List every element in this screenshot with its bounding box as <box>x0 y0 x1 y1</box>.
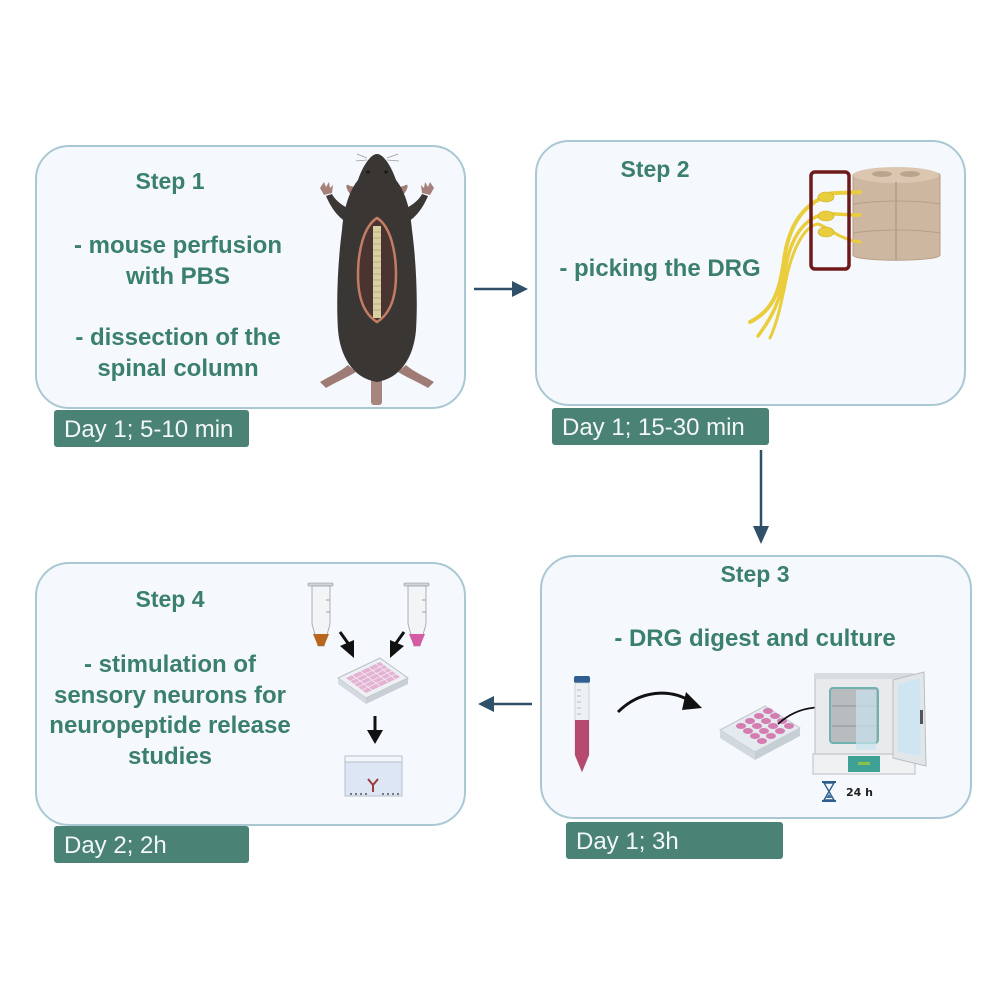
front-paws <box>320 182 434 195</box>
spinal-cord-segment <box>852 167 941 261</box>
nerves <box>748 190 862 340</box>
step-1-duration-badge: Day 1; 5-10 min <box>54 410 249 447</box>
step-3-duration-badge: Day 1; 3h <box>566 822 783 859</box>
elisa-well-icon <box>344 755 403 797</box>
incubation-time-label: 24 h <box>846 786 873 799</box>
eppendorf-tube-brown-icon <box>307 582 334 647</box>
step-4-description: - stimulation of sensory neurons for neu… <box>49 651 291 771</box>
step-3-description: - DRG digest and culture <box>614 625 896 652</box>
step-2-title: Step 2 <box>620 156 690 182</box>
whiskers <box>355 153 400 162</box>
falcon-tube-icon <box>574 676 590 774</box>
flow-arrow-right <box>474 281 528 297</box>
tube-plate-incubator-icon <box>574 671 927 802</box>
arrows-into-plate <box>338 631 406 658</box>
hourglass-icon <box>822 781 836 802</box>
step-1-description: - mouse perfusion with PBS - dissection … <box>73 232 283 382</box>
curved-arrow <box>616 691 693 714</box>
step-2-description: - picking the DRG <box>559 255 761 282</box>
step-2-duration-badge: Day 1; 15-30 min <box>552 408 769 445</box>
well-plate-96-icon <box>337 657 409 704</box>
step-3-title: Step 3 <box>720 561 790 587</box>
arrow-down-to-elisa <box>367 730 383 744</box>
step-1-title: Step 1 <box>135 168 205 194</box>
flow-arrow-down <box>753 450 769 544</box>
step-4-duration-badge: Day 2; 2h <box>54 826 249 863</box>
mouse-dissection-icon <box>320 153 434 405</box>
spinal-column <box>373 226 381 318</box>
flow-arrow-left <box>478 696 532 712</box>
spinal-cord-drg-icon <box>748 167 941 340</box>
well-plate-24-icon <box>719 705 801 760</box>
drg-highlight-box <box>809 170 851 271</box>
step-4-title: Step 4 <box>135 586 205 612</box>
drg-ganglia <box>817 191 835 238</box>
tubes-plate-elisa-icon <box>307 582 430 797</box>
incubator-icon <box>812 671 927 775</box>
eppendorf-tube-pink-icon <box>403 582 430 647</box>
tail <box>371 375 382 405</box>
